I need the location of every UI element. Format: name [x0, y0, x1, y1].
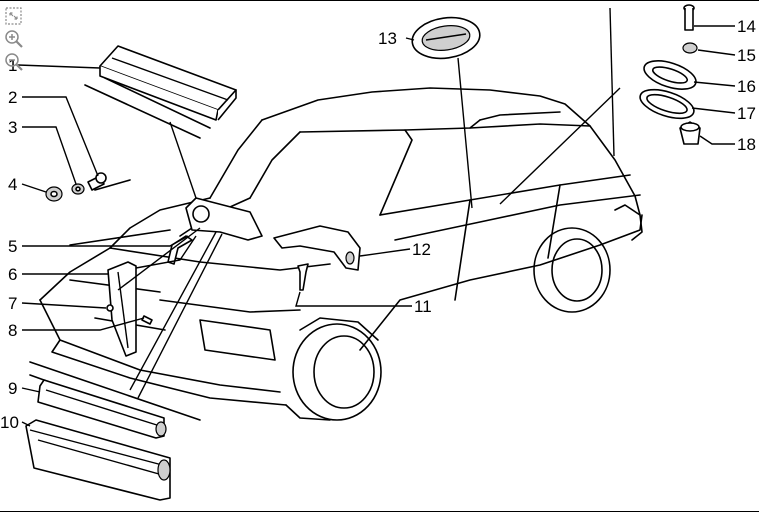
zoom-out-icon[interactable]	[3, 52, 25, 72]
part-1-upper-moulding	[99, 45, 237, 121]
zoom-in-icon[interactable]	[3, 29, 25, 49]
callout-12: 12	[412, 240, 431, 259]
callout-6: 6	[8, 265, 17, 284]
viewer-toolbar	[3, 6, 27, 75]
part-18-plug	[679, 121, 701, 145]
callout-8: 8	[8, 321, 17, 340]
fit-icon[interactable]	[3, 6, 25, 26]
part-13-grommet	[411, 16, 481, 60]
part-9-lower-moulding	[37, 379, 167, 439]
part-15-washer	[682, 42, 698, 54]
part-6-side-support	[107, 261, 137, 357]
callout-3: 3	[8, 118, 17, 137]
part-3-washer	[71, 183, 85, 195]
callout-13: 13	[378, 29, 397, 48]
part-5-bracket	[167, 197, 263, 265]
callout-16: 16	[737, 77, 756, 96]
part-10-sill-panel	[25, 419, 171, 501]
callout-labels: 1 2 3 4 5 6 7 8 9 10 11 12 13 14 15 16 1…	[0, 17, 756, 432]
leader-lines	[17, 7, 736, 427]
part-8-screw	[141, 315, 153, 325]
callout-9: 9	[8, 379, 17, 398]
part-4-nut	[45, 186, 63, 202]
part-7-clip	[106, 304, 114, 312]
callout-4: 4	[8, 175, 17, 194]
callout-5: 5	[8, 237, 17, 256]
callout-15: 15	[737, 46, 756, 65]
callout-17: 17	[737, 104, 756, 123]
part-14-bolt	[683, 4, 695, 31]
part-12-shield-panel	[273, 225, 361, 271]
callout-7: 7	[8, 294, 17, 313]
callout-11: 11	[414, 297, 432, 316]
car-illustration	[29, 77, 643, 421]
callout-2: 2	[8, 88, 17, 107]
part-11-pin	[297, 263, 309, 291]
callout-18: 18	[737, 135, 756, 154]
part-16-gasket	[643, 60, 697, 90]
part-17-seal-ring	[639, 88, 695, 120]
callout-10: 10	[0, 413, 19, 432]
callout-14: 14	[737, 17, 756, 36]
